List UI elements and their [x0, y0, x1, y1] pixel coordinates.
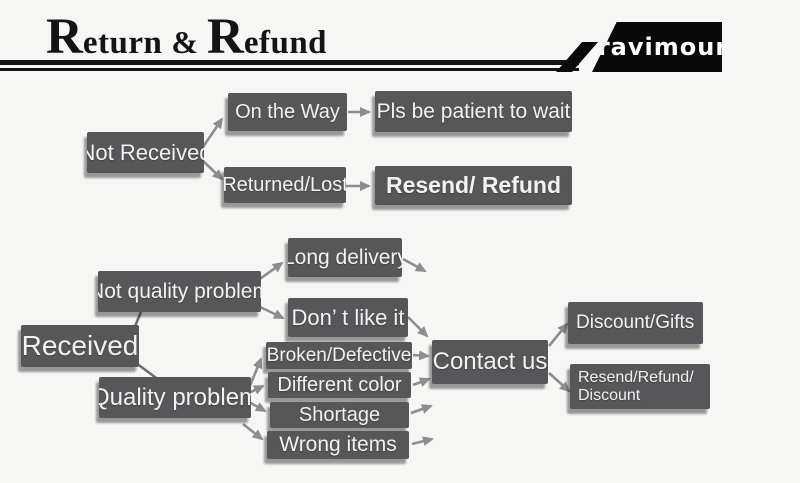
node-contact-us: Contact us — [432, 340, 548, 384]
arrow-notreceived-returnedlost — [202, 160, 224, 181]
node-wrong-items: Wrong items — [267, 431, 409, 459]
brand-logo: ravimour — [592, 22, 722, 72]
arrow-broken-contact — [412, 350, 430, 361]
long-delivery-label: Long delivery — [288, 245, 402, 269]
node-broken-defective: Broken/Defective — [266, 342, 412, 369]
node-received: Received — [21, 325, 139, 367]
arrow-longdelivery-contact — [402, 257, 427, 273]
arrow-differentcolor-contact — [412, 377, 431, 387]
node-resend-refund-discount: Resend/Refund/ Discount — [570, 364, 710, 409]
arrow-quality-wrongitems — [242, 422, 264, 441]
brand-logo-text: ravimour — [597, 33, 729, 61]
arrow-shortage-contact — [410, 404, 433, 415]
node-returned-lost: Returned/Lost — [224, 167, 346, 203]
node-pls-be-patient: Pls be patient to wait — [375, 91, 572, 132]
title-word-1: eturn — [82, 25, 163, 61]
node-shortage: Shortage — [270, 402, 409, 428]
node-different-color: Different color — [268, 372, 411, 398]
title-underline-thin — [0, 68, 579, 71]
title-word-2: efund — [243, 25, 328, 61]
arrow-wrongitems-contact — [411, 436, 434, 447]
arrow-dontlike-contact — [407, 316, 429, 338]
node-dont-like-it: Don’ t like it — [288, 298, 408, 337]
node-long-delivery: Long delivery — [288, 238, 402, 277]
title-underline-thick — [0, 60, 579, 65]
node-discount-gifts: Discount/Gifts — [568, 302, 703, 344]
arrow-quality-differentcolor — [250, 384, 265, 395]
title-cap-1: R — [46, 9, 83, 65]
node-resend-refund: Resend/ Refund — [375, 166, 572, 205]
arrow-notreceived-ontheway — [201, 117, 224, 148]
arrow-contact-resendrefunddiscount — [548, 372, 571, 393]
node-on-the-way: On the Way — [228, 93, 347, 131]
title-cap-2: R — [207, 9, 244, 65]
resend-refund-discount-line1: Resend/Refund/ — [578, 368, 694, 386]
arrow-quality-shortage — [248, 400, 267, 413]
node-not-quality-problem: Not quality problem — [98, 271, 261, 312]
arrow-contact-discountgifts — [547, 322, 569, 347]
resend-refund-discount-line2: Discount — [578, 386, 641, 404]
title-ampersand: & — [171, 24, 198, 60]
node-not-received: Not Received — [87, 132, 204, 173]
node-quality-problem: Quality problem — [99, 377, 251, 418]
